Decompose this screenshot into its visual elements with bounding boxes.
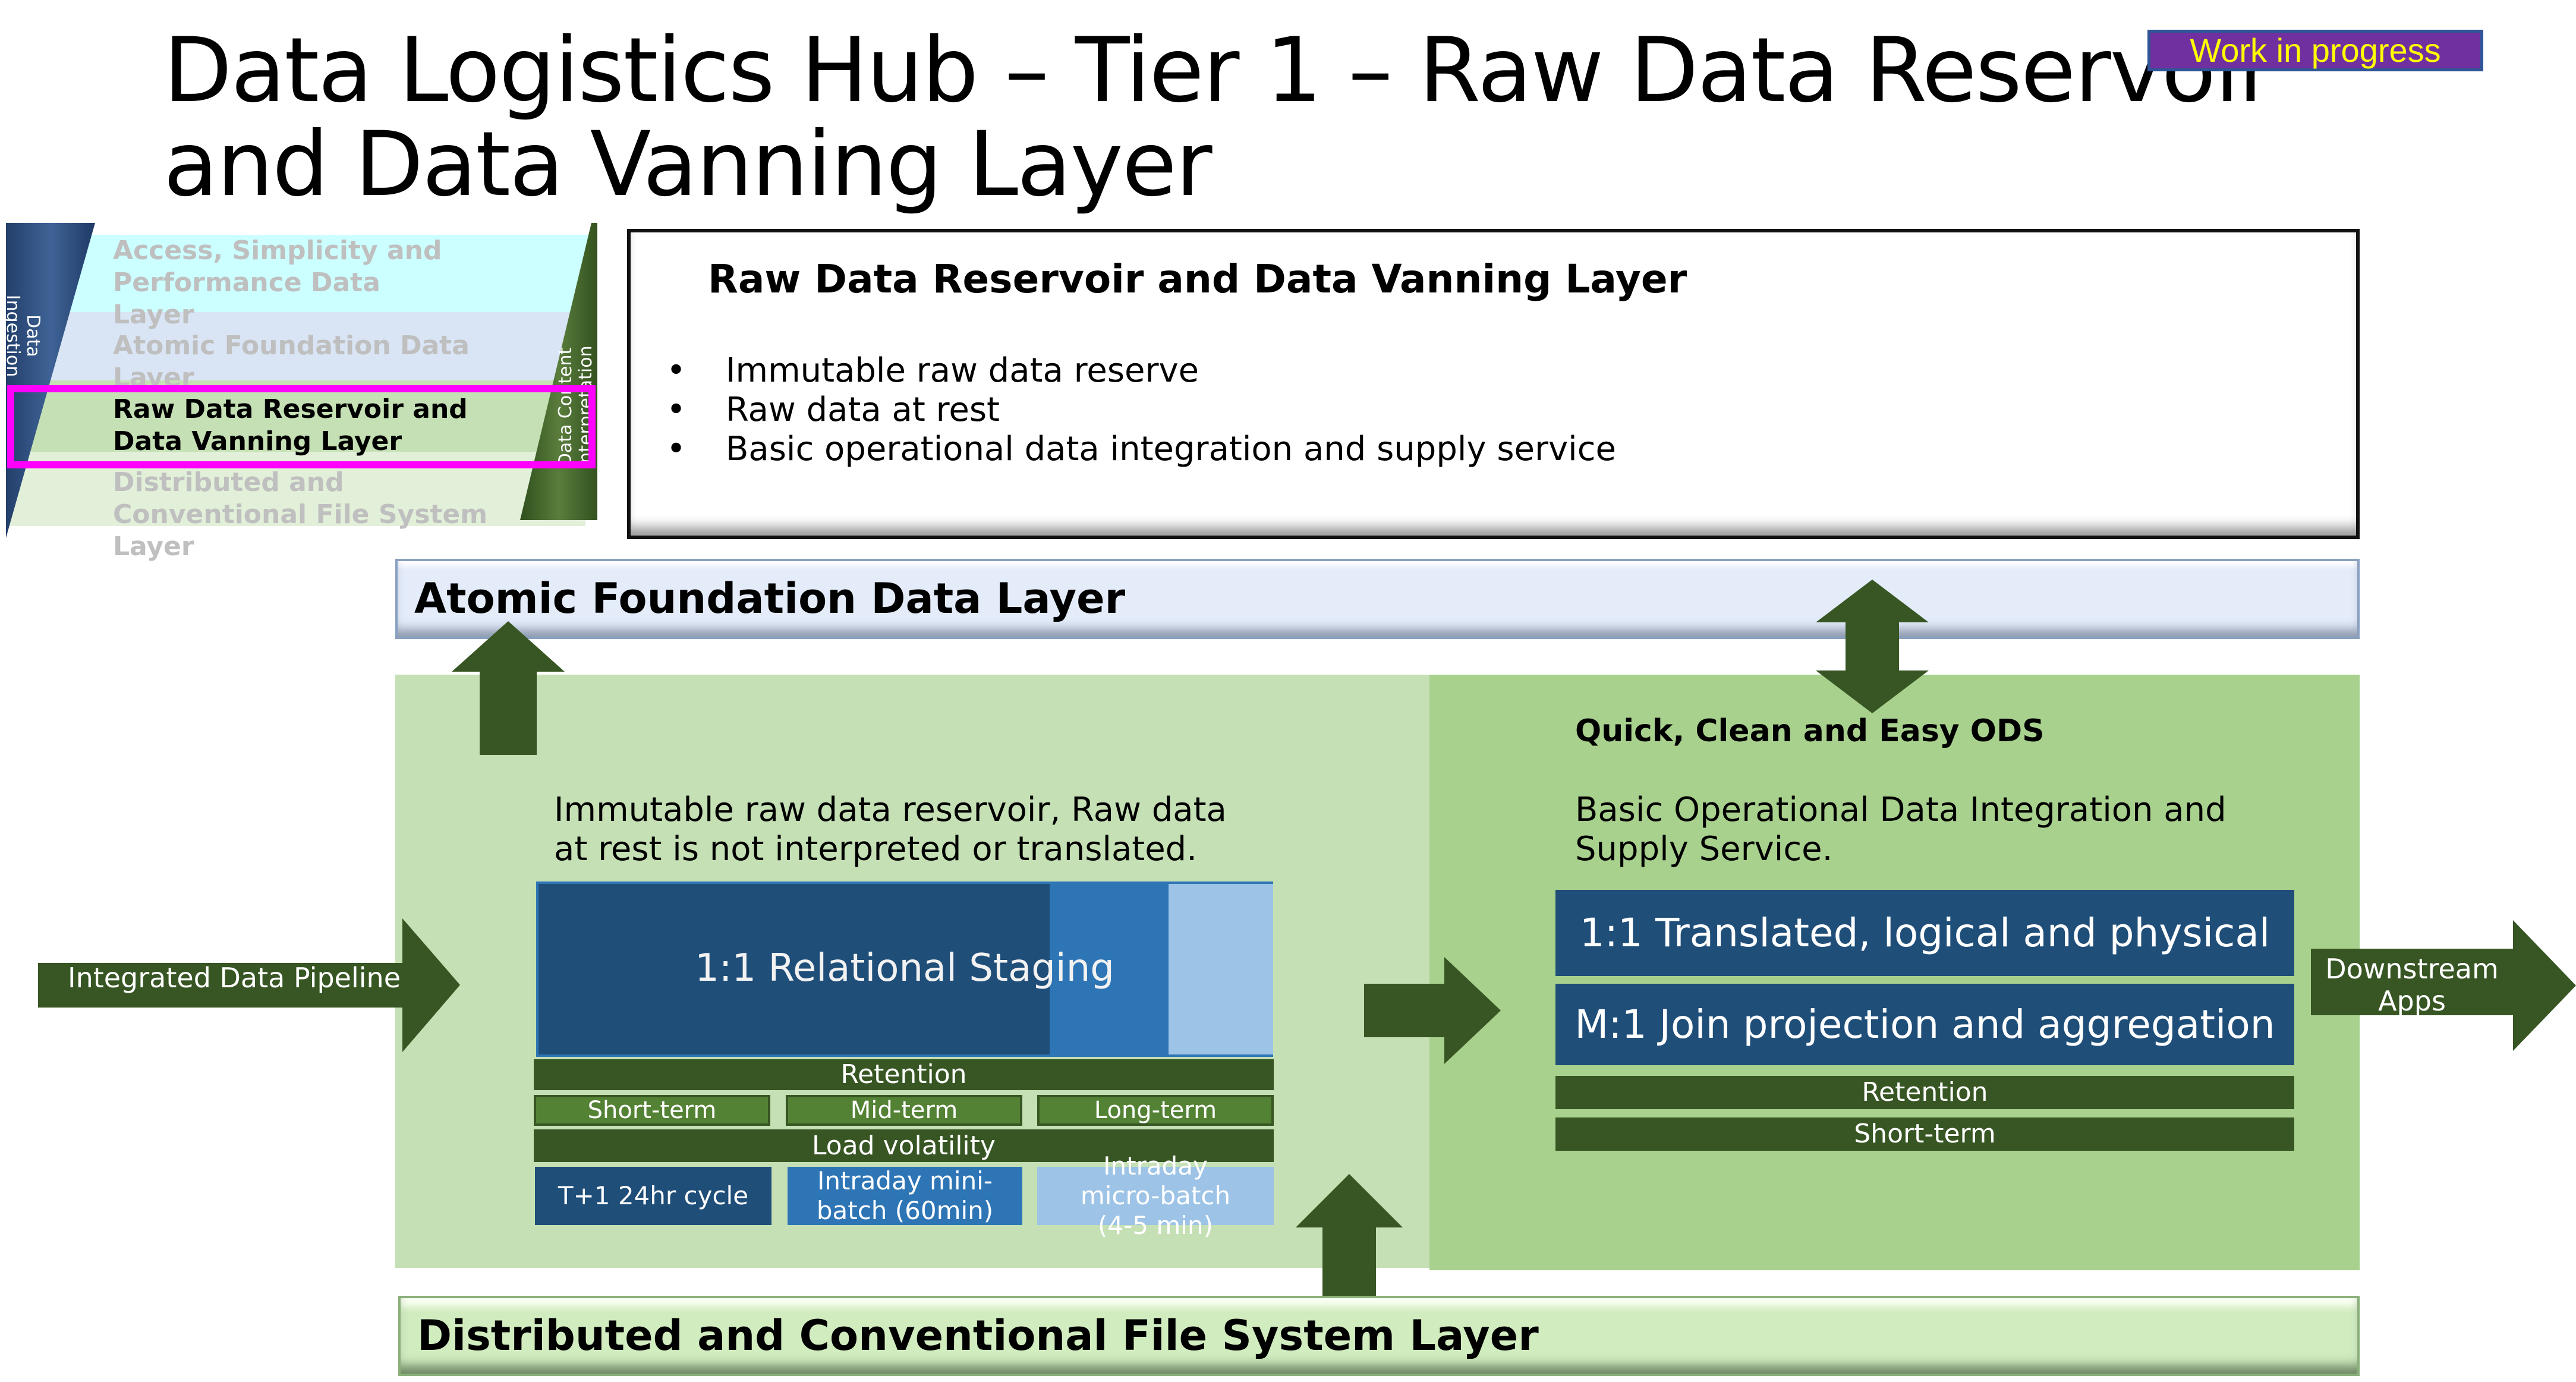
retention-header: Retention <box>534 1059 1274 1090</box>
current-layer-highlight <box>7 385 596 468</box>
ods-block-translated: 1:1 Translated, logical and physical <box>1555 890 2294 976</box>
relational-staging-block: 1:1 Relational Staging <box>536 882 1273 1057</box>
inbound-pipeline-label: Integrated Data Pipeline <box>68 962 401 994</box>
description-bullets: •Immutable raw data reserve •Raw data at… <box>666 351 1616 469</box>
bullet-item: •Raw data at rest <box>666 391 1000 429</box>
inbound-pipeline-arrow-icon <box>38 918 460 1052</box>
outbound-apps-label: Downstream Apps <box>2325 953 2499 1017</box>
stack-band-access <box>42 235 597 312</box>
atomic-foundation-layer-bar: Atomic Foundation Data Layer <box>395 559 2360 639</box>
layer-stack-legend: Data Ingestion Data Content Interpretati… <box>2 223 597 562</box>
bullet-item: •Basic operational data integration and … <box>666 430 1616 468</box>
retention-long-term: Long-term <box>1037 1095 1274 1126</box>
bullet-icon: • <box>666 430 686 468</box>
volatility-mini-batch: Intraday mini-batch (60min) <box>788 1166 1022 1225</box>
staging-label: 1:1 Relational Staging <box>695 946 1114 990</box>
bullet-item: •Immutable raw data reserve <box>666 351 1199 390</box>
status-badge: Work in progress <box>2147 30 2483 71</box>
distributed-file-system-layer-bar: Distributed and Conventional File System… <box>398 1296 2360 1376</box>
volatility-t1-24hr: T+1 24hr cycle <box>535 1167 771 1225</box>
stack-label-access: Access, Simplicity and Performance Data … <box>113 235 442 330</box>
load-volatility-header: Load volatility <box>534 1129 1274 1162</box>
volatility-micro-batch: Intraday micro-batch (4-5 min) <box>1037 1151 1274 1240</box>
reservoir-description: Immutable raw data reservoir, Raw data a… <box>554 791 1227 868</box>
staging-mid-segment <box>1050 884 1169 1054</box>
bullet-icon: • <box>666 391 686 429</box>
atomic-layer-label: Atomic Foundation Data Layer <box>414 574 1126 623</box>
slide-title: Data Logistics Hub – Tier 1 – Raw Data R… <box>163 19 2275 216</box>
ods-retention-header: Retention <box>1555 1076 2294 1109</box>
ods-description: Basic Operational Data Integration and S… <box>1575 791 2227 868</box>
description-title: Raw Data Reservoir and Data Vanning Laye… <box>708 256 1687 302</box>
bidirectional-arrow-icon <box>1816 580 1929 713</box>
interpretation-band <box>520 223 597 520</box>
retention-short-term: Short-term <box>534 1095 770 1126</box>
ods-title: Quick, Clean and Easy ODS <box>1575 713 2045 749</box>
stack-label-raw: Raw Data Reservoir and Data Vanning Laye… <box>113 394 468 457</box>
stack-band-atomic <box>24 312 580 380</box>
ingestion-band <box>6 223 95 538</box>
retention-mid-term: Mid-term <box>786 1095 1022 1126</box>
ods-retention-short-term: Short-term <box>1555 1117 2294 1151</box>
layer-description-box: Raw Data Reservoir and Data Vanning Laye… <box>627 229 2360 539</box>
ingestion-band-label: Data Ingestion <box>2 294 43 377</box>
ods-block-join: M:1 Join projection and aggregation <box>1555 984 2294 1065</box>
stack-label-dist: Distributed and Conventional File System… <box>113 467 488 562</box>
stack-band-raw <box>15 380 591 452</box>
stack-label-atomic: Atomic Foundation Data Layer <box>113 330 470 393</box>
right-arrow-icon <box>1364 957 1501 1064</box>
up-arrow-icon <box>452 621 565 755</box>
outbound-arrow-icon <box>2311 920 2576 1051</box>
bullet-icon: • <box>666 351 686 390</box>
staging-light-segment <box>1169 884 1273 1054</box>
distributed-layer-label: Distributed and Conventional File System… <box>417 1311 1539 1360</box>
